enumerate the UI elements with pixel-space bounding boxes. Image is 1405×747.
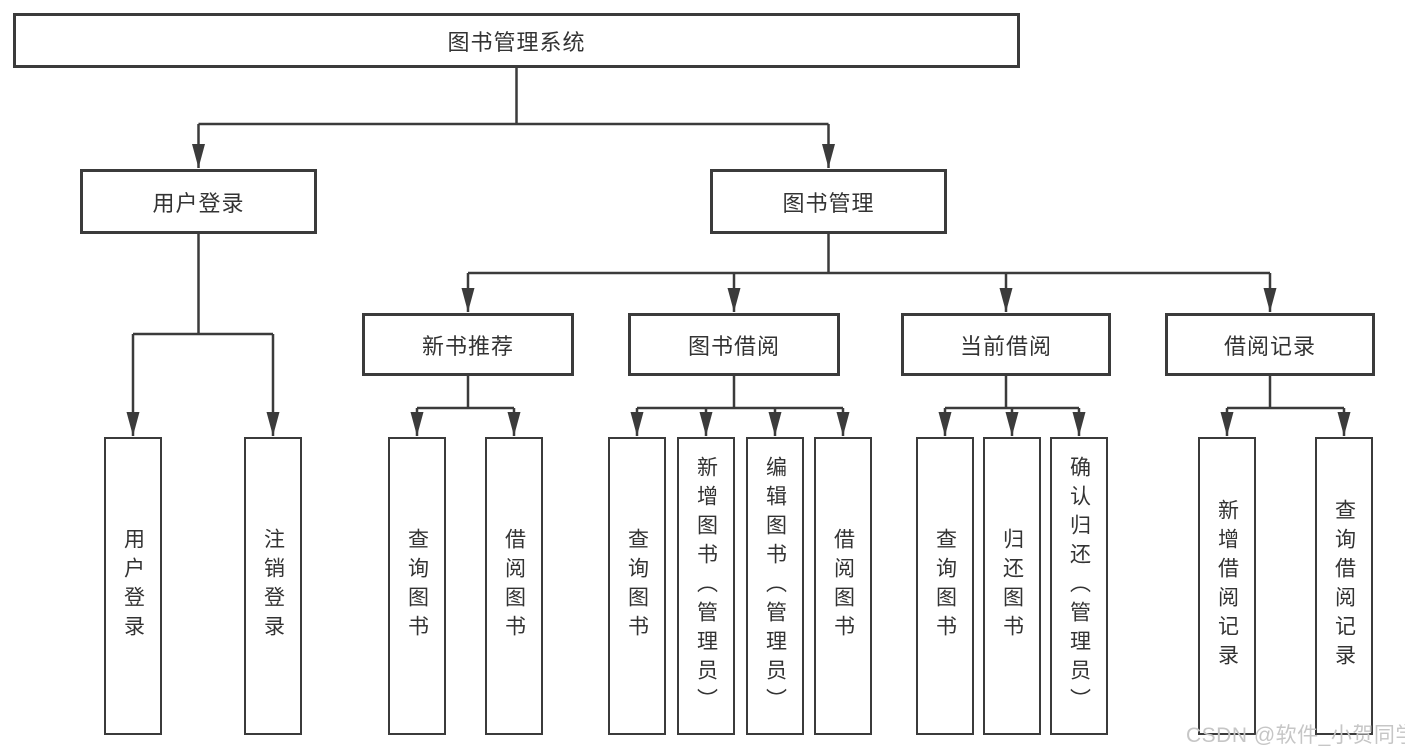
leaf-borrow-borrow-book-label: 借阅图书 [831,528,855,644]
leaf-borrow-edit-book-admin-label: 编辑图书（管理员） [763,455,787,717]
leaf-borrow-add-book-admin-label: 新增图书（管理员） [694,455,718,717]
leaf-current-query-book: 查询图书 [916,437,974,735]
node-book-borrowing-label: 图书借阅 [687,333,780,359]
leaf-current-return-book-label: 归还图书 [1000,528,1024,644]
node-new-book-recommend-label: 新书推荐 [421,333,514,359]
leaf-records-query-record-label: 查询借阅记录 [1332,499,1356,673]
leaf-user-login-label: 用户登录 [121,528,145,644]
csdn-watermark: CSDN @软件_小贺同学 [1186,724,1405,747]
leaf-borrow-borrow-book: 借阅图书 [814,437,872,735]
node-book-management-label: 图书管理 [782,190,875,216]
leaf-logout: 注销登录 [244,437,302,735]
leaf-newbook-query-book-label: 查询图书 [405,528,429,644]
leaf-newbook-borrow-book: 借阅图书 [485,437,543,735]
node-root-label: 图书管理系统 [447,29,586,55]
node-book-borrowing: 图书借阅 [628,313,840,376]
leaf-current-return-book: 归还图书 [983,437,1041,735]
leaf-borrow-query-book-label: 查询图书 [625,528,649,644]
node-user-login: 用户登录 [80,169,317,234]
node-current-borrowing: 当前借阅 [901,313,1111,376]
leaf-records-add-record: 新增借阅记录 [1198,437,1256,735]
leaf-logout-label: 注销登录 [261,528,285,644]
leaf-records-query-record: 查询借阅记录 [1315,437,1373,735]
leaf-current-confirm-return-admin-label: 确认归还（管理员） [1067,455,1091,717]
leaf-newbook-borrow-book-label: 借阅图书 [502,528,526,644]
leaf-borrow-add-book-admin: 新增图书（管理员） [677,437,735,735]
node-root: 图书管理系统 [13,13,1020,68]
leaf-borrow-query-book: 查询图书 [608,437,666,735]
node-borrowing-records: 借阅记录 [1165,313,1375,376]
node-new-book-recommend: 新书推荐 [362,313,574,376]
node-user-login-label: 用户登录 [152,190,245,216]
leaf-current-query-book-label: 查询图书 [933,528,957,644]
leaf-newbook-query-book: 查询图书 [388,437,446,735]
leaf-current-confirm-return-admin: 确认归还（管理员） [1050,437,1108,735]
node-book-management: 图书管理 [710,169,947,234]
leaf-user-login: 用户登录 [104,437,162,735]
node-borrowing-records-label: 借阅记录 [1223,333,1316,359]
leaf-records-add-record-label: 新增借阅记录 [1215,499,1239,673]
leaf-borrow-edit-book-admin: 编辑图书（管理员） [746,437,804,735]
node-current-borrowing-label: 当前借阅 [959,333,1052,359]
